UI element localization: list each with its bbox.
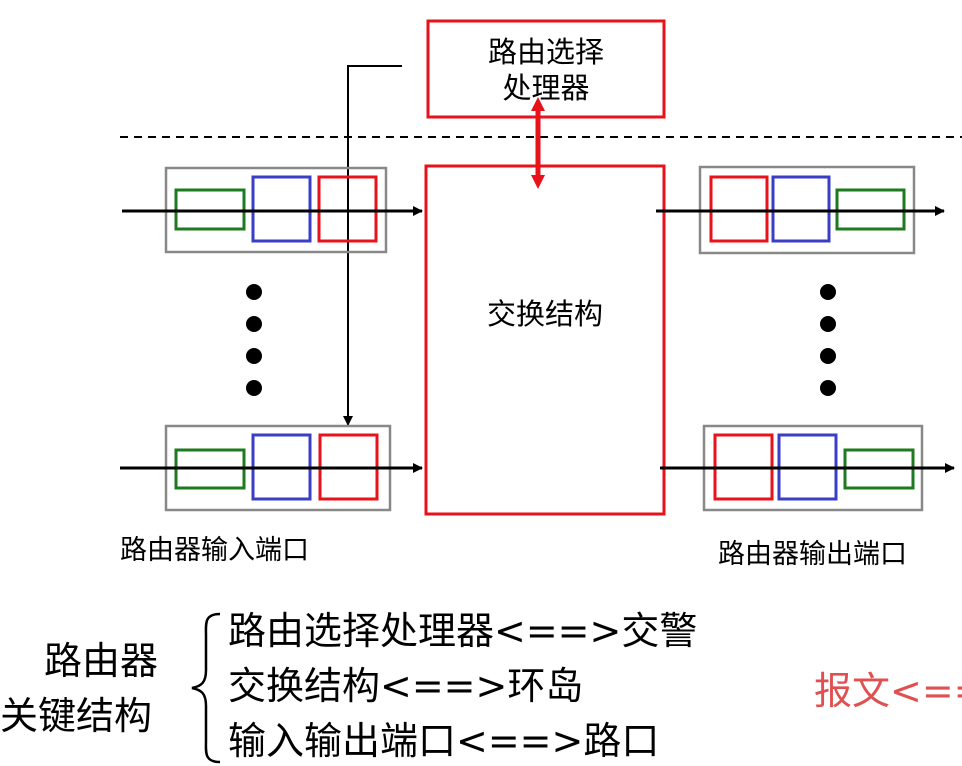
input-port-top — [122, 166, 423, 254]
curly-brace — [191, 612, 221, 764]
notes-item-3: 输入输出端口<==>路口 — [228, 719, 660, 763]
routing-processor-line2: 处理器 — [502, 71, 590, 105]
output-port-bottom — [660, 424, 955, 512]
routing-processor-line1: 路由选择 — [487, 35, 604, 69]
control-line — [343, 65, 402, 426]
notes-heading-line1: 路由器 — [44, 639, 159, 683]
notes-cut-off-text: 报文<== — [814, 669, 962, 713]
notes-item-2: 交换结构<==>环岛 — [228, 664, 584, 708]
queue-red — [317, 175, 378, 243]
routing-processor-box — [426, 19, 666, 119]
queue-blue — [251, 175, 312, 243]
switching-fabric-label: 交换结构 — [486, 297, 603, 331]
output-ports-label: 路由器输出端口 — [718, 539, 907, 570]
output-ellipsis-dots — [820, 284, 836, 396]
queue-blue — [771, 175, 831, 243]
switching-fabric-box — [424, 164, 666, 516]
input-port-bottom — [120, 424, 423, 512]
input-ports-label: 路由器输入端口 — [120, 535, 309, 566]
notes-item-1: 路由选择处理器<==>交警 — [228, 609, 698, 653]
queue-red — [709, 175, 769, 243]
routing-processor-label: 路由选择 处理器 — [428, 34, 664, 106]
input-ellipsis-dots — [246, 284, 262, 396]
notes-heading-line2: 关键结构 — [0, 694, 153, 738]
output-port-top — [656, 165, 945, 255]
